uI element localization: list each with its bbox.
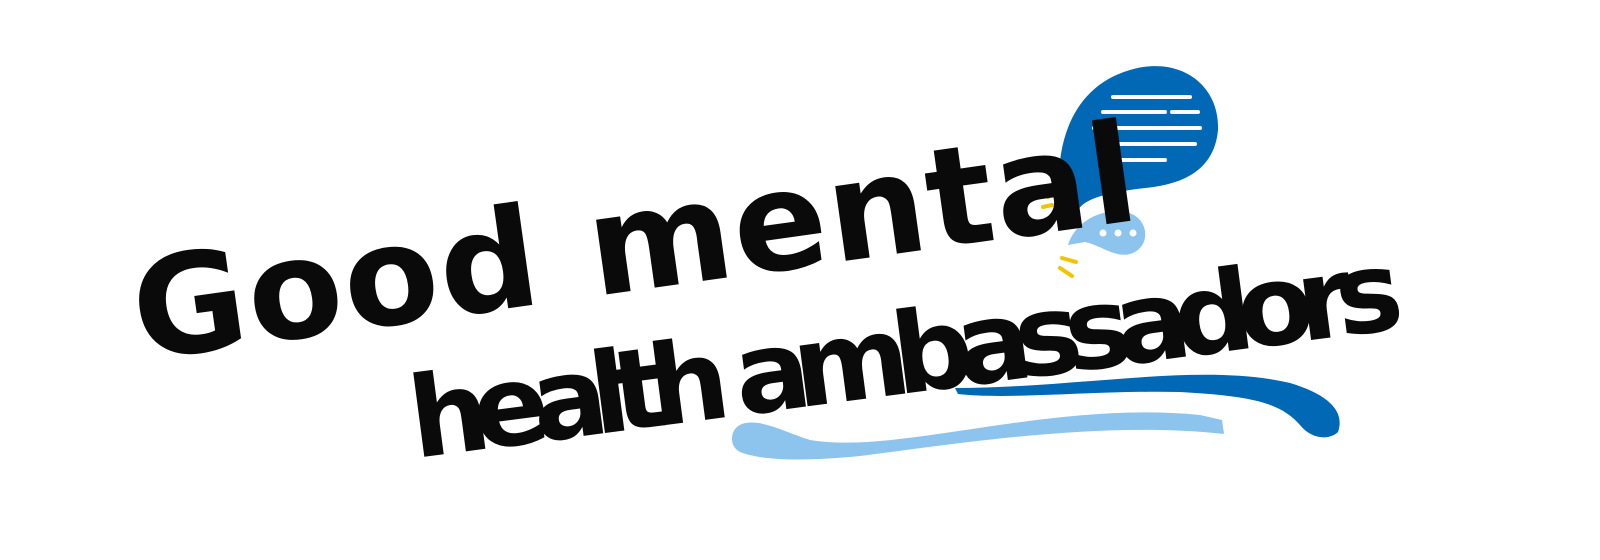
small-speech-bubble-icon [1068,211,1146,255]
speech-bubble-icon [1058,66,1219,225]
dark-blue-swoosh [955,374,1340,438]
yellow-accent-marks [1041,186,1078,278]
light-blue-swoosh [731,412,1224,460]
